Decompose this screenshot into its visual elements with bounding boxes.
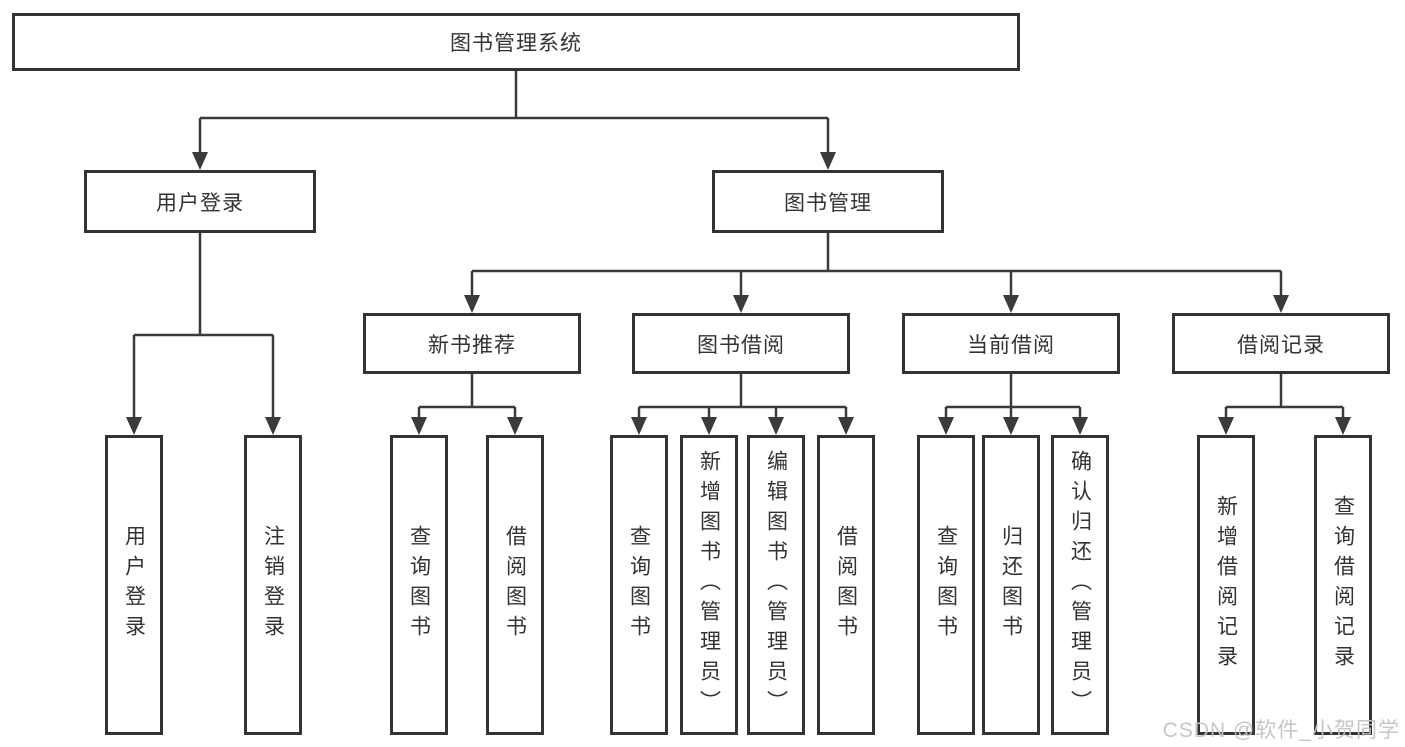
node-label: 当前借阅 xyxy=(967,333,1055,357)
node-leaf-borrow-books-1: 借阅图书 xyxy=(486,435,544,735)
arrowhead-icon xyxy=(631,417,647,435)
node-leaf-user-login: 用户登录 xyxy=(105,435,163,735)
arrowhead-icon xyxy=(411,417,427,435)
connector-new-book-to-children xyxy=(417,374,517,419)
node-label: 查询图书 xyxy=(934,525,958,645)
node-label: 注销登录 xyxy=(261,525,285,645)
arrowhead-icon xyxy=(1273,295,1289,313)
node-label: 归还图书 xyxy=(999,525,1023,645)
arrowhead-icon xyxy=(464,295,480,313)
node-label: 用户登录 xyxy=(122,525,146,645)
connector-root-to-level2 xyxy=(198,71,830,157)
arrowhead-icon xyxy=(192,152,208,170)
node-leaf-logout: 注销登录 xyxy=(244,435,302,735)
connector-current-borrow-to-children xyxy=(944,374,1082,419)
node-user-login: 用户登录 xyxy=(84,170,316,233)
node-label: 图书管理系统 xyxy=(450,32,582,55)
node-leaf-borrow-books-2: 借阅图书 xyxy=(817,435,875,735)
node-new-book-recommend: 新书推荐 xyxy=(363,313,581,374)
arrowhead-icon xyxy=(1003,417,1019,435)
arrowheads xyxy=(126,152,1351,435)
arrowhead-icon xyxy=(507,417,523,435)
csdn-watermark: CSDN @软件_小贺同学 xyxy=(1162,719,1400,742)
arrowhead-icon xyxy=(1218,417,1234,435)
node-label: 用户登录 xyxy=(156,191,244,215)
node-leaf-add-borrow-record: 新增借阅记录 xyxy=(1197,435,1255,735)
node-label: 新书推荐 xyxy=(428,333,516,357)
node-book-management: 图书管理 xyxy=(712,170,944,233)
arrowhead-icon xyxy=(1072,417,1088,435)
node-library-management-system: 图书管理系统 xyxy=(12,13,1020,71)
node-label: 图书借阅 xyxy=(697,333,785,357)
node-leaf-edit-books-admin: 编辑图书（管理员） xyxy=(747,435,805,735)
node-label: 借阅图书 xyxy=(834,525,858,645)
arrowhead-icon xyxy=(820,152,836,170)
connector-book-management-to-level3 xyxy=(470,233,1283,298)
connector-lines xyxy=(132,71,1345,419)
node-leaf-add-books-admin: 新增图书（管理员） xyxy=(680,435,738,735)
arrowhead-icon xyxy=(265,417,281,435)
node-label: 借阅记录 xyxy=(1237,333,1325,357)
arrowhead-icon xyxy=(1003,295,1019,313)
arrowhead-icon xyxy=(701,417,717,435)
node-label: 查询借阅记录 xyxy=(1331,495,1355,675)
node-label: 新增图书（管理员） xyxy=(697,450,721,720)
node-label: 借阅图书 xyxy=(503,525,527,645)
connector-user-login-to-children xyxy=(132,233,275,419)
node-label: 图书管理 xyxy=(784,191,872,215)
node-leaf-return-books: 归还图书 xyxy=(982,435,1040,735)
node-borrow-records: 借阅记录 xyxy=(1172,313,1390,374)
node-label: 查询图书 xyxy=(627,525,651,645)
node-leaf-query-borrow-record: 查询借阅记录 xyxy=(1314,435,1372,735)
arrowhead-icon xyxy=(838,417,854,435)
node-label: 编辑图书（管理员） xyxy=(764,450,788,720)
arrowhead-icon xyxy=(126,417,142,435)
node-current-borrow: 当前借阅 xyxy=(902,313,1120,374)
connector-borrow-records-to-children xyxy=(1224,374,1345,419)
node-leaf-query-books-3: 查询图书 xyxy=(917,435,975,735)
node-label: 查询图书 xyxy=(407,525,431,645)
arrowhead-icon xyxy=(733,295,749,313)
connector-book-borrow-to-children xyxy=(637,374,848,419)
arrowhead-icon xyxy=(1335,417,1351,435)
node-leaf-query-books-1: 查询图书 xyxy=(390,435,448,735)
node-label: 新增借阅记录 xyxy=(1214,495,1238,675)
arrowhead-icon xyxy=(768,417,784,435)
node-leaf-confirm-return-admin: 确认归还（管理员） xyxy=(1051,435,1109,735)
node-book-borrow: 图书借阅 xyxy=(632,313,850,374)
node-leaf-query-books-2: 查询图书 xyxy=(610,435,668,735)
arrowhead-icon xyxy=(938,417,954,435)
node-label: 确认归还（管理员） xyxy=(1068,450,1092,720)
